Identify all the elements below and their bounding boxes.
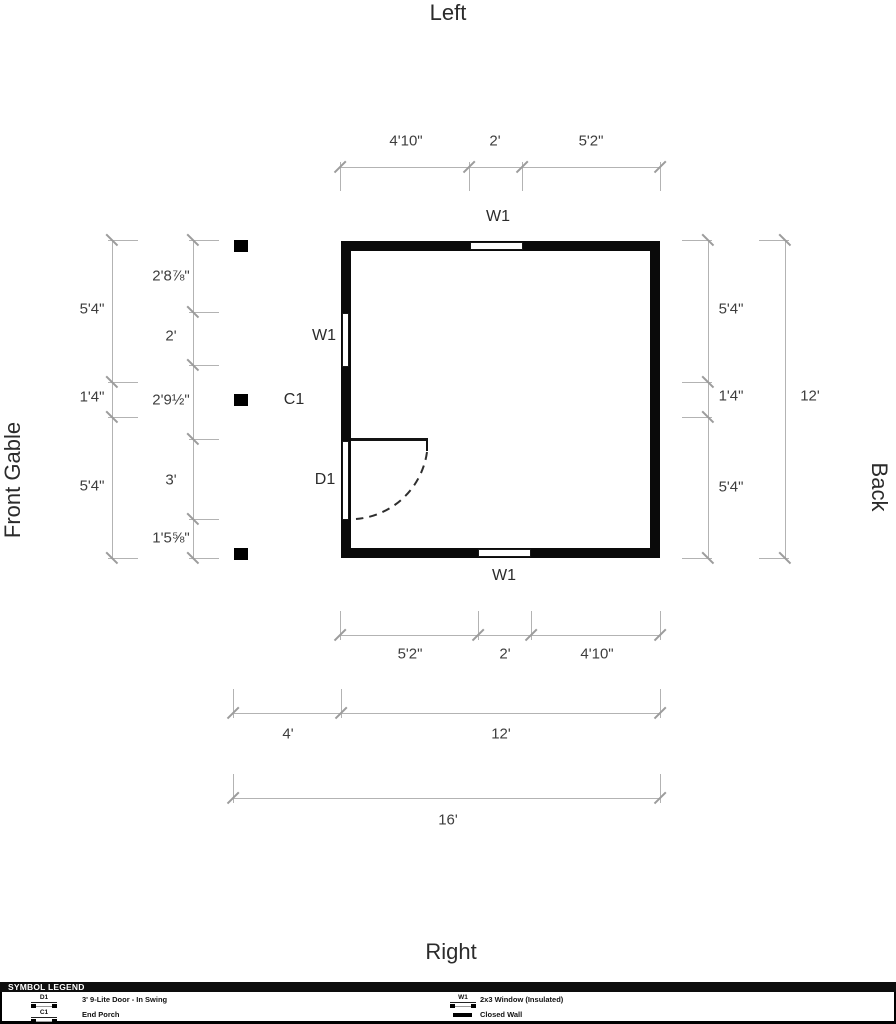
window-bottom <box>478 549 531 557</box>
orientation-label-bottom: Right <box>425 939 477 964</box>
legend-symbol-porch-code: C1 <box>31 1009 57 1018</box>
dimension-extension <box>108 557 138 559</box>
door-opening <box>342 441 349 520</box>
dim-bottom-outer-0: 16' <box>438 811 458 829</box>
dimension-extension <box>521 162 523 191</box>
door-leaf <box>351 438 428 441</box>
dim-left-outer-0: 5'4" <box>79 300 105 318</box>
dim-right-inner-1: 1'4" <box>718 387 744 405</box>
dimension-line <box>111 240 113 558</box>
closed-wall-symbol-icon <box>453 1013 472 1017</box>
dim-left-inner-3: 3' <box>165 471 177 489</box>
legend-body <box>0 992 896 1024</box>
dimension-extension <box>108 416 138 418</box>
dimension-extension <box>682 239 712 241</box>
dimension-extension <box>468 162 470 191</box>
dim-bottom-inner-0: 5'2" <box>397 645 423 663</box>
label-window-top: W1 <box>486 208 510 225</box>
porch-post-top <box>234 240 248 252</box>
door-leaf-end <box>426 441 428 451</box>
window-symbol-icon <box>450 1003 476 1009</box>
dim-left-inner-4: 1'5⅝" <box>152 529 190 547</box>
dimension-line <box>784 240 786 558</box>
porch-post-bottom <box>234 548 248 560</box>
dimension-extension <box>682 557 712 559</box>
dim-left-outer-2: 5'4" <box>79 477 105 495</box>
window-left <box>342 313 349 367</box>
dimension-extension <box>759 557 789 559</box>
dim-top-2: 5'2" <box>578 132 604 150</box>
dim-bottom-mid-0: 4' <box>282 725 294 743</box>
dimension-extension <box>189 239 219 241</box>
dim-right-inner-0: 5'4" <box>718 300 744 318</box>
dimension-extension <box>339 611 341 640</box>
window-top <box>470 242 523 250</box>
dimension-extension <box>659 689 661 718</box>
dim-left-outer-1: 1'4" <box>79 388 105 406</box>
porch-symbol-icon <box>31 1018 57 1024</box>
door-symbol-icon <box>31 1003 57 1009</box>
dimension-line <box>233 712 660 714</box>
dimension-extension <box>189 557 219 559</box>
dimension-line <box>340 634 660 636</box>
porch-post-middle <box>234 394 248 406</box>
dimension-extension <box>339 162 341 191</box>
dimension-extension <box>189 518 219 520</box>
legend-symbol-door-code: D1 <box>31 994 57 1003</box>
dim-right-inner-2: 5'4" <box>718 478 744 496</box>
dimension-extension <box>189 311 219 313</box>
label-porch: C1 <box>283 391 305 408</box>
dimension-extension <box>232 689 234 718</box>
dim-bottom-inner-2: 4'10" <box>580 645 614 663</box>
label-window-left: W1 <box>312 327 336 344</box>
dim-left-inner-2: 2'9½" <box>152 391 190 409</box>
legend-label-window: 2x3 Window (Insulated) <box>480 995 564 1004</box>
dimension-extension <box>530 611 532 640</box>
dimension-extension <box>108 239 138 241</box>
dim-top-1: 2' <box>489 132 501 150</box>
dim-bottom-mid-1: 12' <box>491 725 511 743</box>
dimension-extension <box>682 416 712 418</box>
legend-label-closed-wall: Closed Wall <box>480 1010 523 1019</box>
dimension-extension <box>659 611 661 640</box>
dim-bottom-inner-1: 2' <box>499 645 511 663</box>
legend-header: SYMBOL LEGEND <box>0 982 896 992</box>
legend-symbol-porch: C1 <box>31 1009 57 1024</box>
dimension-line <box>192 240 194 558</box>
dimension-extension <box>659 162 661 191</box>
dimension-extension <box>759 239 789 241</box>
legend-symbol-door: D1 <box>31 994 57 1009</box>
legend-title: SYMBOL LEGEND <box>8 982 85 992</box>
legend-label-porch: End Porch <box>82 1010 120 1019</box>
label-window-bottom: W1 <box>492 567 516 584</box>
legend-label-door: 3' 9-Lite Door - In Swing <box>82 995 168 1004</box>
dim-left-inner-1: 2' <box>165 327 177 345</box>
dimension-extension <box>682 381 712 383</box>
legend-symbol-window-code: W1 <box>450 994 476 1003</box>
dimension-extension <box>477 611 479 640</box>
dimension-extension <box>232 774 234 803</box>
dim-top-0: 4'10" <box>389 132 423 150</box>
dim-right-outer-0: 12' <box>800 387 820 405</box>
dimension-line <box>340 166 660 168</box>
dimension-extension <box>189 364 219 366</box>
dimension-line <box>707 240 709 558</box>
legend-symbol-window: W1 <box>450 994 476 1009</box>
dimension-line <box>233 797 660 799</box>
dimension-extension <box>340 689 342 718</box>
dimension-extension <box>189 438 219 440</box>
label-door: D1 <box>314 471 336 488</box>
dimension-extension <box>108 381 138 383</box>
dim-left-inner-0: 2'8⅞" <box>152 267 190 285</box>
orientation-label-top: Left <box>429 0 467 25</box>
dimension-extension <box>659 774 661 803</box>
